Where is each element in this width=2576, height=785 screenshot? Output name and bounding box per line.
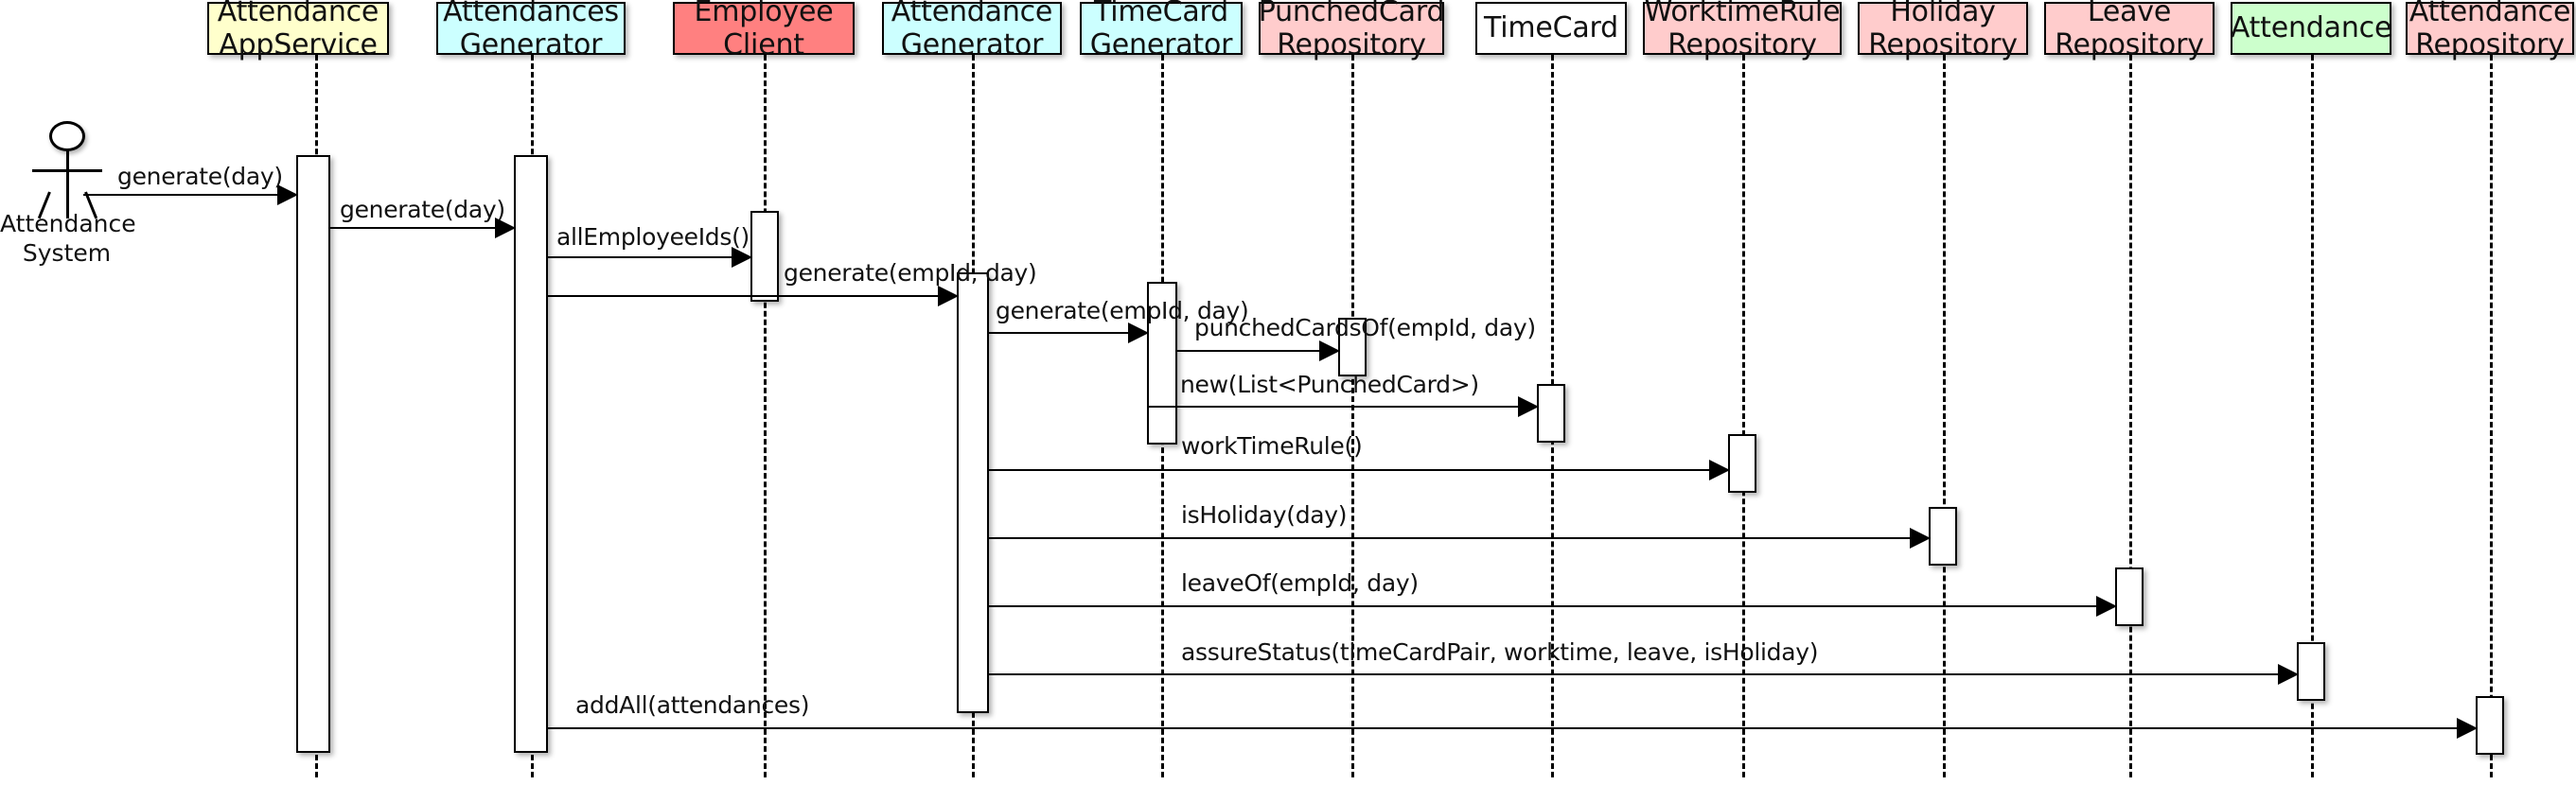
actor-attendance-system: Attendance System bbox=[0, 0, 189, 268]
message-arrowhead-msg-assure-status bbox=[2278, 664, 2299, 685]
lifeline-employee-client bbox=[764, 55, 767, 777]
message-line-msg-generate-day-1 bbox=[83, 194, 279, 196]
message-arrowhead-msg-generate-empid-day-2 bbox=[1128, 323, 1149, 343]
participant-label-line1: Leave bbox=[2087, 0, 2172, 28]
message-line-msg-generate-empid-day-2 bbox=[989, 332, 1130, 334]
message-arrowhead-msg-is-holiday bbox=[1910, 528, 1931, 549]
actor-label-line2: System bbox=[22, 238, 112, 267]
message-label-msg-is-holiday: isHoliday(day) bbox=[1181, 501, 1348, 529]
lifeline-worktimerule-repository bbox=[1742, 55, 1745, 777]
message-label-msg-add-all: addAll(attendances) bbox=[575, 691, 810, 719]
activation-bar-act-holiday-repository bbox=[1929, 507, 1957, 566]
message-line-msg-is-holiday bbox=[989, 537, 1912, 539]
activation-bar-act-attendance-repository bbox=[2476, 696, 2504, 755]
message-label-msg-new-list-punched-card: new(List<PunchedCard>) bbox=[1180, 371, 1479, 398]
lifeline-holiday-repository bbox=[1943, 55, 1946, 777]
activation-bar-act-timecard-generator bbox=[1147, 282, 1177, 445]
message-arrowhead-msg-all-employee-ids bbox=[732, 247, 752, 268]
message-arrowhead-msg-generate-empid-day-1 bbox=[938, 286, 959, 306]
lifeline-attendance bbox=[2311, 55, 2314, 777]
activation-bar-act-timecard bbox=[1537, 384, 1565, 443]
message-arrowhead-msg-add-all bbox=[2457, 718, 2478, 739]
lifeline-leave-repository bbox=[2129, 55, 2132, 777]
actor-body-icon bbox=[66, 150, 69, 218]
message-line-msg-work-time-rule bbox=[989, 469, 1711, 471]
message-line-msg-leave-of bbox=[989, 605, 2098, 607]
participant-attendance[interactable]: Attendance bbox=[2231, 2, 2391, 55]
participant-label-line1: Employee bbox=[694, 0, 834, 28]
message-label-msg-generate-day-1: generate(day) bbox=[117, 163, 283, 190]
lifeline-punchedcard-repository bbox=[1351, 55, 1354, 777]
participant-label-line1: Holiday bbox=[1890, 0, 1996, 28]
activation-bar-act-appservice bbox=[296, 155, 330, 753]
message-label-msg-all-employee-ids: allEmployeeIds() bbox=[556, 223, 750, 251]
participant-label-line1: Attendance bbox=[217, 0, 379, 28]
message-label-msg-leave-of: leaveOf(empId, day) bbox=[1181, 569, 1419, 597]
message-arrowhead-msg-punched-cards-of bbox=[1319, 340, 1340, 361]
participant-label-line1: Attendances bbox=[443, 0, 619, 28]
message-line-msg-generate-empid-day-1 bbox=[548, 295, 940, 297]
activation-bar-act-worktimerule-repository bbox=[1728, 434, 1756, 493]
participant-label-line2: AppService bbox=[219, 28, 378, 61]
actor-head-icon bbox=[49, 121, 85, 151]
message-label-msg-punched-cards-of: punchedCardsOf(empId, day) bbox=[1194, 314, 1536, 341]
actor-label: Attendance System bbox=[0, 210, 136, 268]
message-line-msg-new-list-punched-card bbox=[1147, 406, 1520, 408]
activation-bar-act-employee-client bbox=[750, 211, 779, 302]
message-line-msg-punched-cards-of bbox=[1177, 350, 1321, 352]
actor-label-line1: Attendance bbox=[0, 210, 136, 237]
activation-bar-act-leave-repository bbox=[2115, 567, 2144, 626]
message-arrowhead-msg-work-time-rule bbox=[1709, 460, 1730, 480]
participant-label-line1: TimeCard bbox=[1094, 0, 1228, 28]
activation-bar-act-attendance-generator bbox=[957, 272, 989, 713]
message-arrowhead-msg-new-list-punched-card bbox=[1518, 396, 1539, 417]
message-label-msg-assure-status: assureStatus(timeCardPair, worktime, lea… bbox=[1181, 638, 1819, 666]
message-arrowhead-msg-generate-day-1 bbox=[277, 184, 298, 205]
message-line-msg-assure-status bbox=[989, 673, 2280, 675]
activation-bar-act-attendance bbox=[2297, 642, 2325, 701]
participant-label-line1: Attendance bbox=[891, 0, 1053, 28]
actor-arms-icon bbox=[32, 169, 102, 172]
message-label-msg-work-time-rule: workTimeRule() bbox=[1181, 432, 1363, 460]
message-line-msg-generate-day-2 bbox=[330, 227, 497, 229]
message-arrowhead-msg-leave-of bbox=[2096, 596, 2117, 617]
participant-label-line1: PunchedCard bbox=[1258, 0, 1445, 28]
activation-bar-act-attendances-generator bbox=[514, 155, 548, 753]
message-label-msg-generate-empid-day-2: generate(empId, day) bbox=[996, 297, 1249, 324]
message-label-msg-generate-empid-day-1: generate(empId, day) bbox=[784, 259, 1037, 287]
participant-label-line1: Attendance bbox=[2230, 11, 2392, 45]
message-line-msg-all-employee-ids bbox=[548, 256, 733, 258]
participant-label-line1: TimeCard bbox=[1484, 11, 1618, 45]
participant-label-line1: Attendance bbox=[2408, 0, 2571, 28]
lifeline-attendance-repository bbox=[2490, 55, 2493, 777]
message-arrowhead-msg-generate-day-2 bbox=[495, 218, 516, 238]
participant-timecard[interactable]: TimeCard bbox=[1475, 2, 1627, 55]
message-label-msg-generate-day-2: generate(day) bbox=[340, 196, 505, 223]
message-line-msg-add-all bbox=[548, 727, 2459, 729]
participant-label-line1: WorktimeRule bbox=[1644, 0, 1841, 28]
